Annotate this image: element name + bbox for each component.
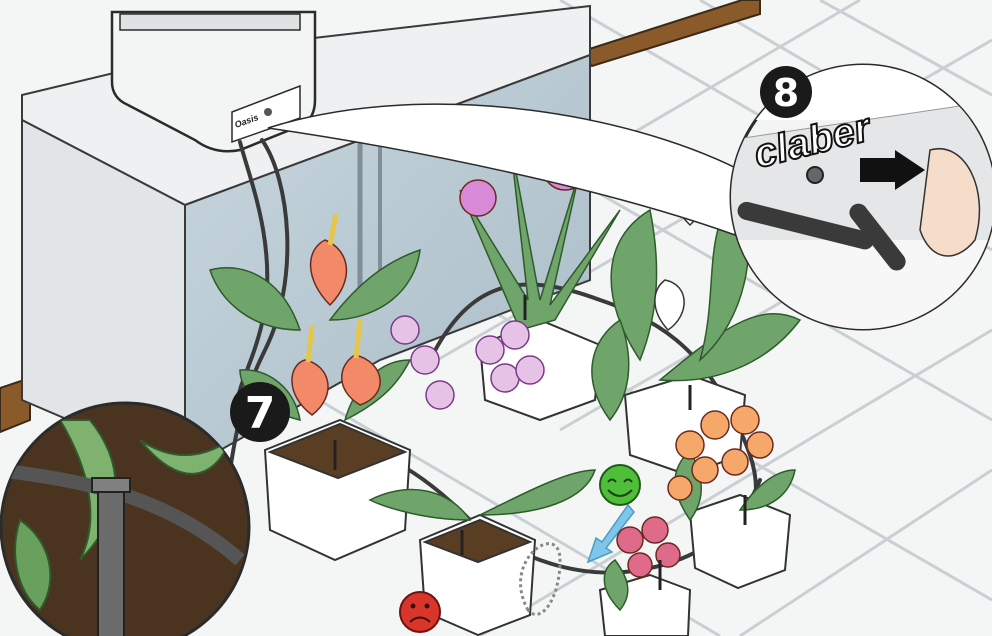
sad-face-icon [399, 591, 441, 633]
step-8-badge: 8 [760, 66, 812, 118]
zoom-detail-stake [0, 401, 251, 636]
step-7-badge: 7 [230, 382, 290, 442]
step-8-number: 8 [773, 71, 799, 115]
misplaced-hose [519, 542, 562, 616]
water-tank-controller: Oasis [110, 10, 317, 153]
drip-stakes [333, 295, 747, 590]
step-7-number: 7 [245, 388, 276, 439]
happy-face-icon [599, 464, 641, 506]
flowers [291, 145, 774, 578]
